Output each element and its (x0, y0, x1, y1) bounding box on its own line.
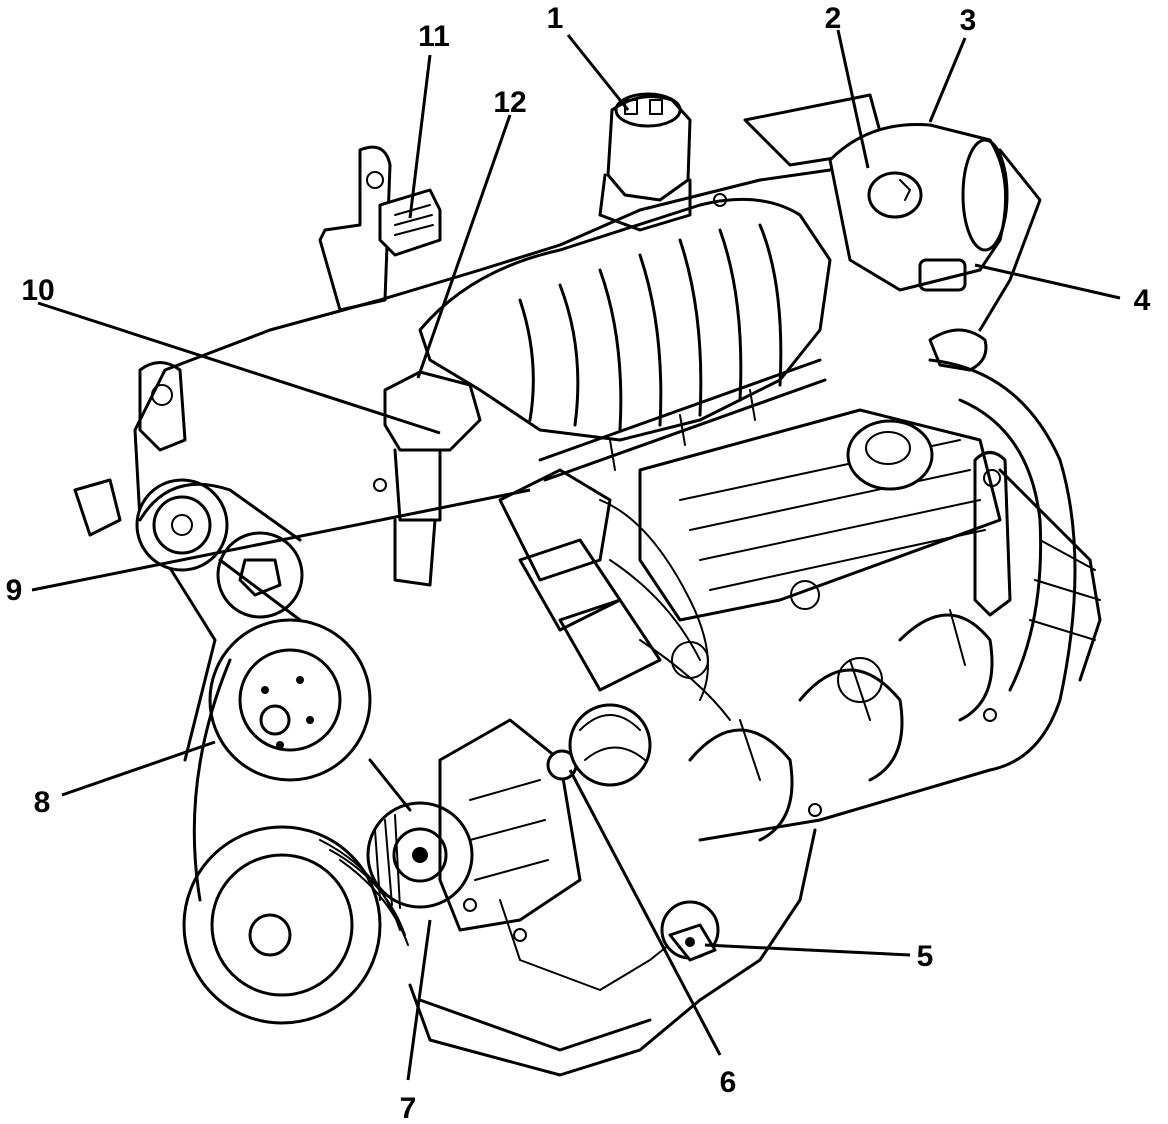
callout-5: 5 (917, 940, 934, 973)
leader-lines (31, 29, 1121, 1081)
callout-3: 3 (960, 4, 977, 37)
leader-4 (974, 263, 1121, 300)
leader-8 (61, 740, 216, 797)
callout-1: 1 (547, 2, 564, 35)
leader-3 (928, 37, 967, 123)
leader-1 (566, 34, 630, 111)
leader-6 (568, 769, 722, 1056)
leader-5 (704, 943, 911, 957)
callout-7: 7 (400, 1092, 417, 1124)
callout-10: 10 (21, 274, 54, 307)
leader-7 (406, 919, 432, 1081)
callout-8: 8 (34, 786, 51, 819)
callout-4: 4 (1134, 284, 1151, 317)
leader-10 (37, 301, 441, 435)
engine-illustration (73, 92, 1102, 1077)
callout-labels: 1 2 3 4 5 6 7 8 9 10 11 12 (6, 2, 1151, 1124)
leader-2 (836, 29, 870, 169)
callout-9: 9 (6, 574, 23, 607)
callout-12: 12 (493, 86, 526, 119)
leader-9 (31, 488, 531, 592)
callout-6: 6 (720, 1066, 737, 1099)
leader-11 (408, 54, 432, 219)
callout-11: 11 (418, 20, 450, 53)
callout-2: 2 (825, 2, 842, 35)
leader-12 (416, 114, 512, 379)
